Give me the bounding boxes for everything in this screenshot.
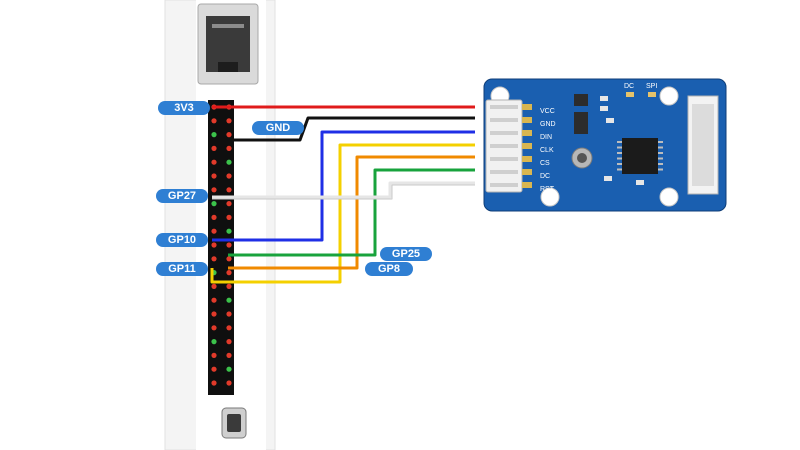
mounting-hole [659,86,679,106]
pin-name-dc: DC [540,173,550,180]
connector-pin [522,182,532,188]
regulator-chip [574,94,588,106]
pin-name-din: DIN [540,134,552,141]
jumper-pads [648,92,656,97]
header-pin [226,214,232,220]
header-pin [226,270,232,276]
header-pin [211,201,217,207]
jumper-pads [626,92,634,97]
header-pin [226,283,232,289]
driver-chip [622,138,658,174]
silk-dc: DC [624,83,634,90]
header-pin [226,145,232,151]
resistor [636,180,644,185]
header-pin [226,380,232,386]
resistor [606,118,614,123]
header-pin [226,325,232,331]
wire-gnd [230,116,475,142]
header-pin [226,118,232,124]
label-3v3: 3V3 [158,101,210,115]
mounting-hole [540,187,560,207]
label-gp8: GP8 [365,262,413,276]
micro-usb-port-icon [221,407,247,439]
pin-name-cs: CS [540,160,550,167]
header-pin [226,159,232,165]
silk-spi: SPI [646,83,657,90]
header-pin [211,132,217,138]
level-shifter-chip [574,112,588,134]
ethernet-port-icon [197,3,259,85]
gpio-header [208,100,234,395]
resistor [600,106,608,111]
header-pin [211,325,217,331]
label-gp27: GP27 [156,189,208,203]
header-pin [226,228,232,234]
label-gnd: GND [252,121,304,135]
header-pin [211,159,217,165]
connector-pin [522,130,532,136]
header-pin [211,380,217,386]
header-pin [211,256,217,262]
label-gp25: GP25 [380,247,432,261]
header-pin [211,311,217,317]
header-pin [226,297,232,303]
pin-name-clk: CLK [540,147,554,154]
wire-dc [228,168,475,257]
header-pin [226,173,232,179]
header-pin [211,173,217,179]
header-pin [211,297,217,303]
wire-rst [212,181,475,199]
header-pin [226,339,232,345]
header-pin [211,187,217,193]
header-pin [211,145,217,151]
header-pin [226,311,232,317]
connector-pin [522,117,532,123]
wires [210,105,475,284]
header-pin [226,201,232,207]
label-gp10: GP10 [156,233,208,247]
resistor [604,176,612,181]
header-pin [211,366,217,372]
header-pin [211,352,217,358]
resistor [600,96,608,101]
header-pin [211,283,217,289]
header-pin [211,228,217,234]
connector-pin [522,143,532,149]
wire-din [212,130,475,242]
wire-clk [210,143,475,284]
header-pin [226,366,232,372]
header-pin [226,187,232,193]
connector-pin [522,104,532,110]
connector-pin [522,169,532,175]
pin-name-vcc: VCC [540,108,555,115]
header-pin [226,256,232,262]
header-pin [211,242,217,248]
header-pin [226,352,232,358]
connector-pin [522,156,532,162]
header-pin [211,214,217,220]
pin-name-gnd: GND [540,121,556,128]
pin-name-rst: RST [540,186,555,193]
label-gp11: GP11 [156,262,208,276]
header-pin [226,242,232,248]
lcd-driver-module: DC SPI VCC GND DIN CLK CS DC RST [483,78,727,212]
wire-cs [228,155,475,270]
header-pin [211,339,217,345]
header-pin [211,118,217,124]
mounting-hole [659,187,679,207]
header-pin [226,132,232,138]
wire-rst-shadow [212,184,475,200]
